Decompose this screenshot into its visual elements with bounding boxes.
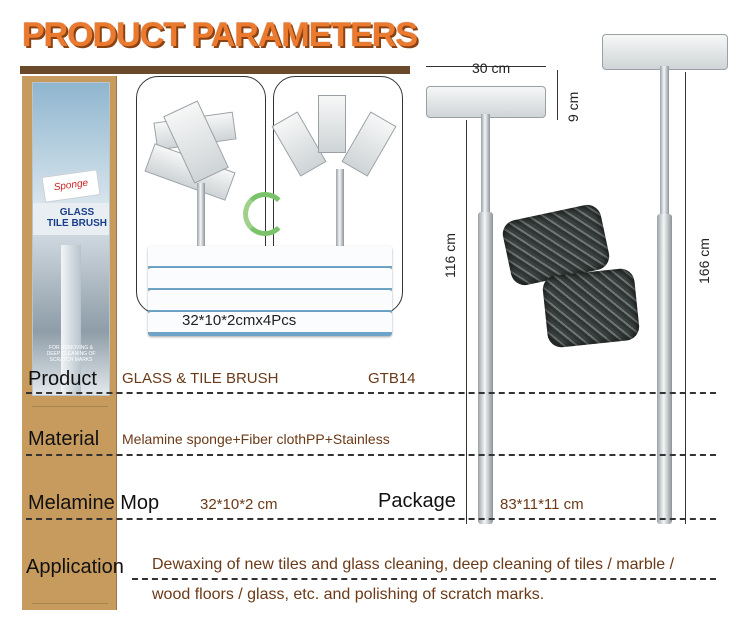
mop-label: Melamine Mop (28, 492, 160, 514)
long-brush-head (602, 34, 728, 70)
divider-2 (26, 454, 716, 456)
package-note: FOR REMOVING & DEEP CLEANING OF SCRATCH … (46, 345, 96, 363)
package-product-name: GLASS TILE BRUSH (47, 207, 107, 229)
fiber-scrubber-bottom (541, 267, 641, 349)
product-code: GTB14 (368, 370, 416, 387)
material-label: Material (28, 428, 100, 450)
sponge-spec-label: 32*10*2cmx4Pcs (182, 312, 297, 329)
mop-value: 32*10*2 cm (200, 496, 278, 513)
material-value: Melamine sponge+Fiber clothPP+Stainless (122, 431, 390, 447)
title-underline (20, 66, 410, 74)
package-side (32, 406, 108, 604)
hallway-photo (33, 235, 109, 395)
short-brush-pole (478, 212, 493, 524)
unfolded-head-c (341, 111, 397, 177)
width-dimension: 30 cm (472, 60, 511, 76)
long-length-dimension: 166 cm (696, 238, 712, 284)
long-brush-pole (657, 214, 672, 524)
package-label: Package (378, 490, 456, 512)
long-brush-neck (660, 66, 669, 216)
divider-3 (26, 518, 716, 520)
head-height-dimension: 9 cm (565, 91, 581, 122)
width-dimension-line (426, 66, 546, 67)
package-front: Sponge GLASS TILE BRUSH FOR REMOVING & D… (32, 82, 110, 396)
folded-pole (197, 183, 205, 308)
unfolded-head-b (318, 95, 346, 153)
unfolded-pole (336, 169, 344, 309)
page-title: PRODUCT PARAMETERS (22, 16, 418, 54)
head-height-line (557, 70, 558, 120)
package-value: 83*11*11 cm (500, 496, 584, 513)
application-line-2: wood floors / glass, etc. and polishing … (152, 586, 545, 603)
divider-1 (26, 392, 716, 394)
short-length-line (466, 120, 467, 524)
short-length-dimension: 116 cm (442, 233, 458, 278)
rotate-arrows-icon (243, 192, 287, 236)
application-label: Application (26, 556, 124, 578)
package-box-image: Sponge GLASS TILE BRUSH FOR REMOVING & D… (22, 76, 117, 610)
short-brush-neck (481, 114, 490, 214)
divider-4 (132, 578, 716, 580)
long-length-line (685, 72, 686, 524)
application-line-1: Dewaxing of new tiles and glass cleaning… (152, 556, 675, 573)
sponge-stack-image (148, 238, 392, 338)
product-label: Product (28, 368, 97, 390)
product-value: GLASS & TILE BRUSH (122, 370, 279, 387)
